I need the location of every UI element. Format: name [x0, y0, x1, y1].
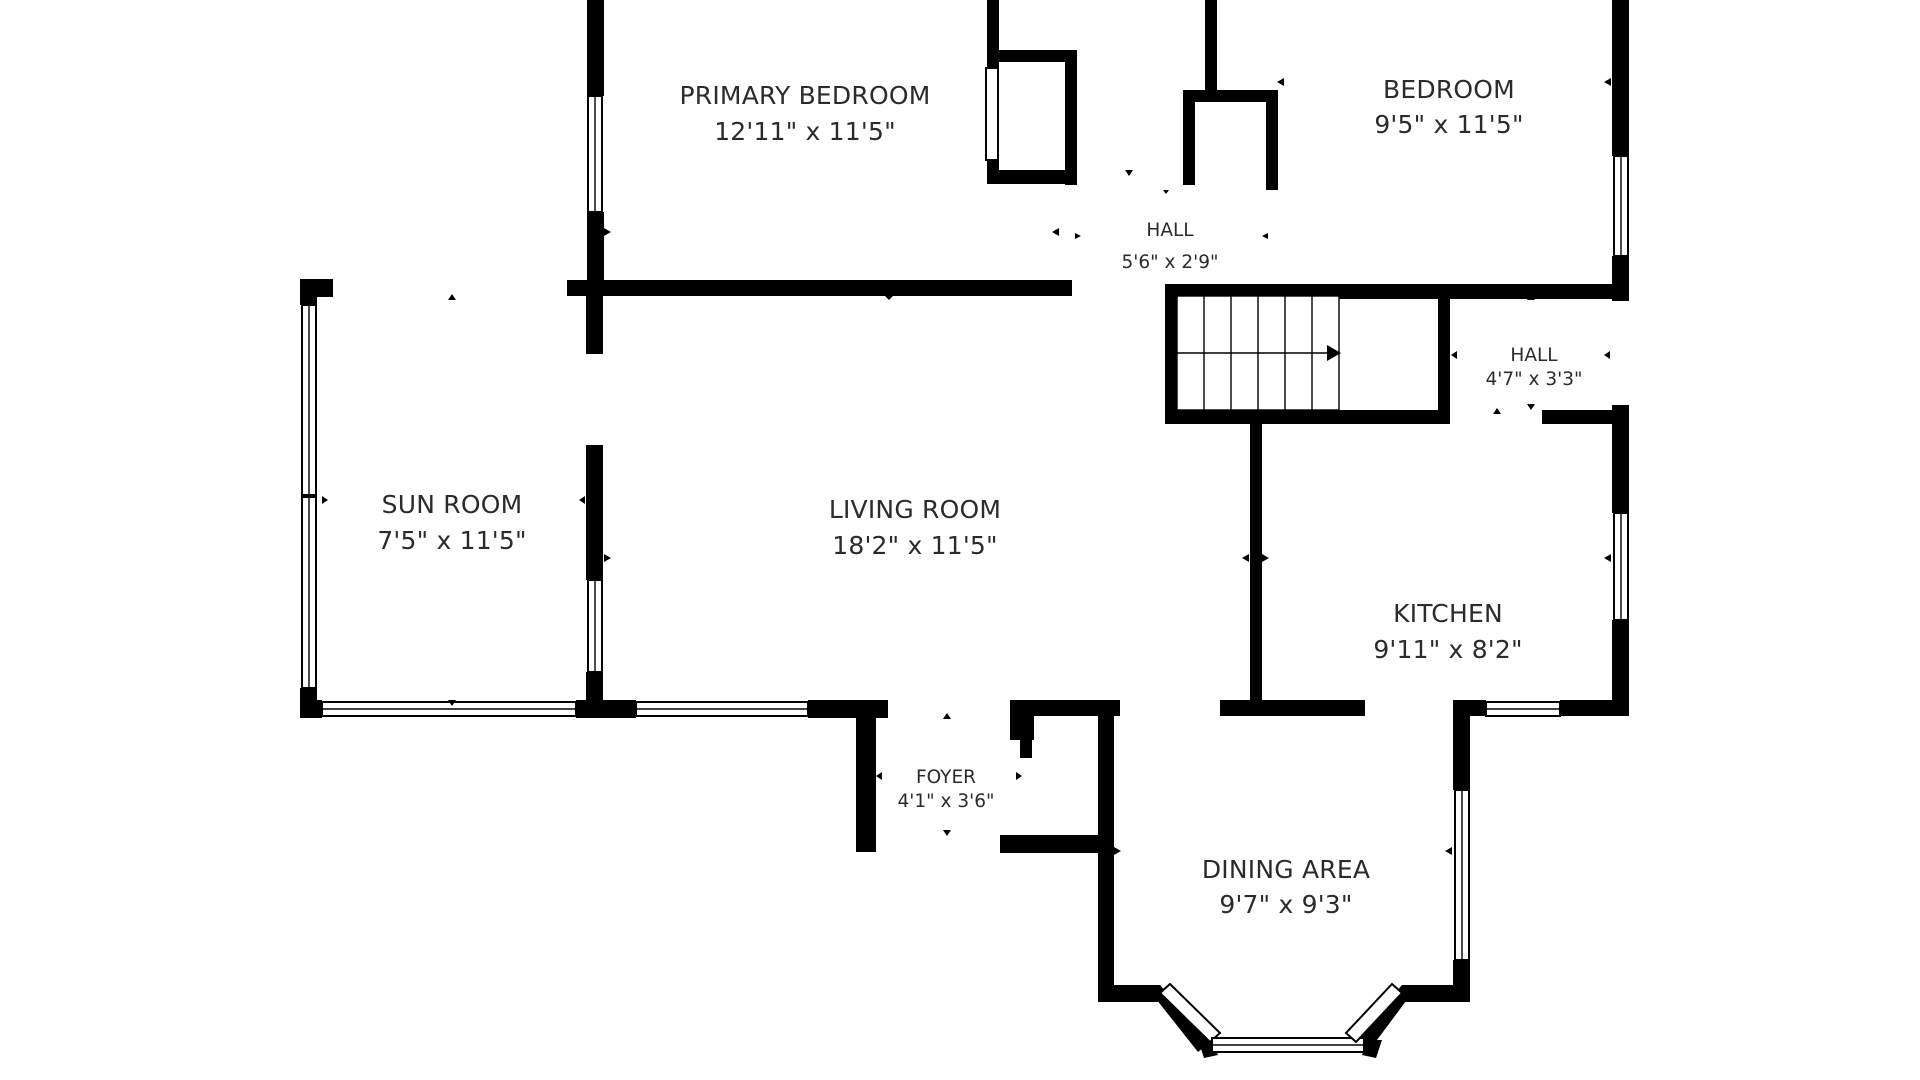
room-foyer: FOYER 4'1" x 3'6"	[898, 767, 995, 812]
room-name: LIVING ROOM	[829, 495, 1001, 524]
room-name: HALL	[1146, 220, 1194, 241]
room-dimensions: 9'5" x 11'5"	[1374, 110, 1523, 139]
room-dining-area: DINING AREA 9'7" x 9'3"	[1202, 855, 1370, 919]
room-dimensions: 12'11" x 11'5"	[714, 117, 896, 146]
arrow-right-icon	[1327, 345, 1341, 361]
room-name: BEDROOM	[1383, 75, 1515, 104]
room-dimensions: 4'1" x 3'6"	[898, 791, 995, 812]
stairs-icon	[1176, 295, 1341, 411]
room-name: HALL	[1510, 345, 1558, 366]
room-dimensions: 18'2" x 11'5"	[832, 531, 997, 560]
room-hall-right: HALL 4'7" x 3'3"	[1486, 345, 1583, 390]
room-dimensions: 4'7" x 3'3"	[1486, 369, 1583, 390]
room-sun-room: SUN ROOM 7'5" x 11'5"	[377, 490, 526, 555]
room-living-room: LIVING ROOM 18'2" x 11'5"	[829, 495, 1001, 560]
room-name: PRIMARY BEDROOM	[680, 81, 931, 110]
room-hall-upper: HALL 5'6" x 2'9"	[1122, 220, 1219, 273]
room-dimensions: 7'5" x 11'5"	[377, 526, 526, 555]
room-name: FOYER	[916, 767, 976, 788]
windows	[301, 67, 1629, 1053]
room-dimensions: 5'6" x 2'9"	[1122, 252, 1219, 273]
room-dimensions: 9'7" x 9'3"	[1219, 890, 1352, 919]
room-name: SUN ROOM	[382, 490, 523, 519]
room-name: KITCHEN	[1393, 599, 1503, 628]
room-bedroom: BEDROOM 9'5" x 11'5"	[1374, 75, 1523, 139]
room-dimensions: 9'11" x 8'2"	[1373, 635, 1522, 664]
room-primary-bedroom: PRIMARY BEDROOM 12'11" x 11'5"	[680, 81, 931, 146]
room-kitchen: KITCHEN 9'11" x 8'2"	[1373, 599, 1522, 664]
walls	[300, 0, 1629, 1058]
room-name: DINING AREA	[1202, 855, 1370, 884]
dimension-markers	[322, 78, 1611, 855]
